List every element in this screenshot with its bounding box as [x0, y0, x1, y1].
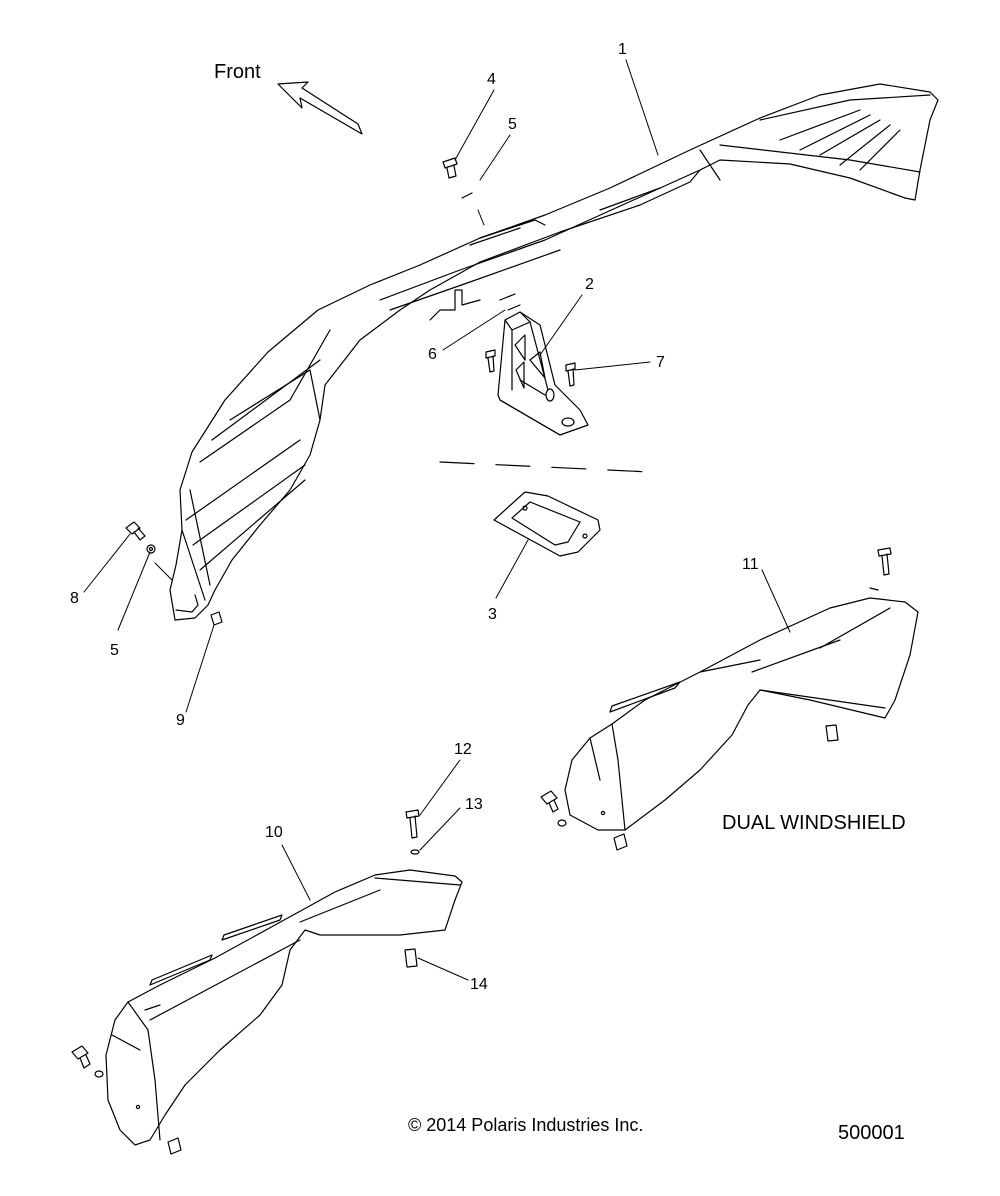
- callout-12: 12: [454, 741, 472, 758]
- part-10-cover: [105, 869, 463, 1146]
- part-10-fasteners: [71, 1045, 182, 1155]
- part-4-screw: [442, 157, 458, 179]
- figure-number: 500001: [838, 1122, 905, 1144]
- front-label: Front: [214, 61, 261, 83]
- callout-2: 2: [585, 276, 594, 293]
- part-12-screw: [405, 809, 420, 839]
- front-arrow-icon: [277, 81, 363, 135]
- callout-7: 7: [656, 354, 665, 371]
- callout-1: 1: [618, 41, 627, 58]
- callout-9: 9: [176, 712, 185, 729]
- callout-5-lower: 5: [110, 642, 119, 659]
- part-5-washer-top: [461, 192, 473, 199]
- callout-11: 11: [742, 556, 759, 573]
- part-5-washer-lower: [146, 544, 156, 554]
- part-11-insert: [825, 724, 839, 742]
- dual-windshield-label: DUAL WINDSHIELD: [722, 812, 906, 834]
- dashed-separator: [439, 461, 651, 473]
- callout-5-top: 5: [508, 116, 517, 133]
- callout-3: 3: [488, 606, 497, 623]
- callout-6: 6: [428, 346, 437, 363]
- part-9-nut: [210, 611, 223, 626]
- part-14-insert: [404, 948, 418, 968]
- callout-14: 14: [470, 976, 488, 993]
- callout-10: 10: [265, 824, 283, 841]
- callout-13: 13: [465, 796, 483, 813]
- part-2-bracket: [497, 304, 589, 436]
- part-13-washer: [410, 849, 420, 855]
- part-6-washer: [499, 293, 516, 301]
- part-11-lower-fasteners: [540, 790, 628, 851]
- leader-lines: [83, 59, 791, 981]
- part-11-dual-cover: [564, 597, 919, 831]
- copyright-text: © 2014 Polaris Industries Inc.: [408, 1115, 644, 1135]
- part-7-screws: [485, 349, 576, 387]
- part-11-screw: [869, 547, 892, 591]
- part-1-rear-cover: [169, 83, 939, 621]
- callout-8: 8: [70, 590, 79, 607]
- callout-4: 4: [487, 71, 496, 88]
- part-3-gasket: [493, 491, 601, 557]
- part-8-screw: [125, 521, 146, 541]
